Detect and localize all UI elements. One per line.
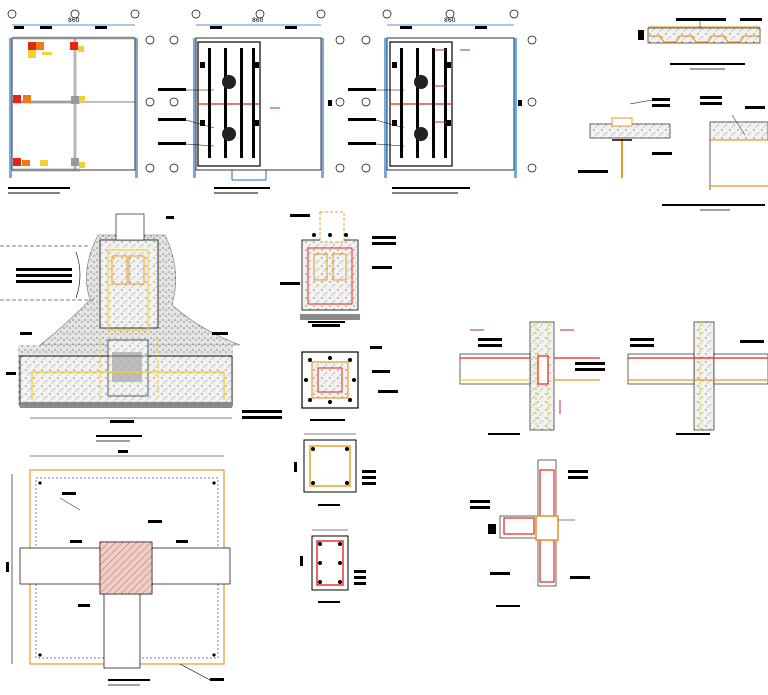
footing-plan [6, 450, 231, 686]
column-section-rect [300, 529, 366, 603]
slab-deck-section [638, 18, 762, 70]
column-section-square [294, 433, 376, 506]
plan-1-dim-label: 860 [68, 17, 80, 24]
beam-column-joint-plan [470, 459, 590, 607]
plan-3-beam-layout: 860 [348, 9, 537, 194]
plan-3-dim-label: 860 [444, 17, 456, 24]
beam-column-joint-1 [459, 321, 605, 435]
column-footing-detail [280, 211, 396, 327]
footing-section [0, 213, 282, 442]
plan-1-grid-bubbles [7, 9, 155, 173]
plan-2-beam-layout: 860 [158, 9, 345, 194]
slab-beam-details [578, 96, 768, 211]
plan-1-column-layout: 860 [7, 9, 155, 194]
beam-column-joint-2 [627, 321, 768, 435]
plan-2-dim-label: 860 [252, 17, 264, 24]
base-plate-detail [301, 346, 398, 421]
plan-1-columns [13, 42, 85, 168]
